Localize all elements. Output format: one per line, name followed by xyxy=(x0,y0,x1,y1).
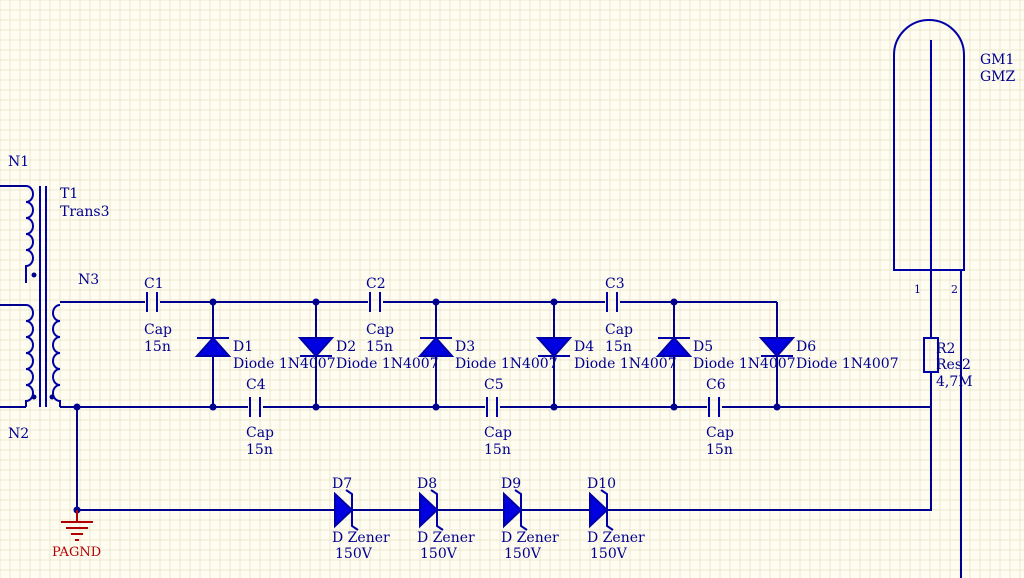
diode-d1[interactable]: D1 Diode 1N4007 xyxy=(194,336,336,372)
zener-value: 150V xyxy=(590,546,628,562)
diode-designator: D4 xyxy=(574,339,594,355)
capacitor-value: 15n xyxy=(246,442,273,458)
zener-type: D Zener xyxy=(332,530,390,546)
capacitor-value: 15n xyxy=(605,339,632,355)
tube-pin2-label: 2 xyxy=(951,283,958,296)
ground-symbol[interactable]: PAGND xyxy=(52,510,101,560)
capacitor-value: 15n xyxy=(706,442,733,458)
diode-type: Diode 1N4007 xyxy=(796,356,899,372)
resistor-type: Res2 xyxy=(936,357,971,373)
capacitor-designator: C3 xyxy=(605,276,625,292)
capacitor-designator: C6 xyxy=(706,377,726,393)
capacitor-type: Cap xyxy=(246,425,274,441)
resistor-designator: R2 xyxy=(936,341,955,357)
capacitor-c5[interactable]: C5 Cap 15n xyxy=(484,377,512,458)
capacitor-c2[interactable]: C2 Cap 15n xyxy=(366,276,394,355)
tube-type: GMZ xyxy=(980,69,1016,85)
transformer-type: Trans3 xyxy=(60,204,110,220)
zener-value: 150V xyxy=(504,546,542,562)
capacitor-designator: C1 xyxy=(144,276,164,292)
zener-type: D Zener xyxy=(501,530,559,546)
capacitor-type: Cap xyxy=(484,425,512,441)
capacitor-c6[interactable]: C6 Cap 15n xyxy=(706,377,734,458)
zener-value: 150V xyxy=(335,546,373,562)
transformer-designator: T1 xyxy=(60,186,78,202)
diode-designator: D6 xyxy=(796,339,816,355)
transformer-pin-bottom: N2 xyxy=(8,426,29,442)
zener-type: D Zener xyxy=(587,530,645,546)
transformer-pin-out: N3 xyxy=(78,272,99,288)
zener-d8[interactable]: D8 D Zener 150V xyxy=(417,476,475,562)
ground-label: PAGND xyxy=(52,545,101,560)
capacitor-c4[interactable]: C4 Cap 15n xyxy=(246,377,274,458)
zener-designator: D9 xyxy=(501,476,521,492)
diode-designator: D3 xyxy=(455,339,475,355)
diode-d3[interactable]: D3 Diode 1N4007 xyxy=(417,336,558,372)
resistor-r2[interactable]: R2 Res2 4,7M xyxy=(923,337,973,390)
transformer-t1[interactable]: N1 N2 N3 T1 Trans3 xyxy=(8,154,110,442)
capacitor-value: 15n xyxy=(366,339,393,355)
diode-type: Diode 1N4007 xyxy=(336,356,439,372)
capacitor-type: Cap xyxy=(605,322,633,338)
zener-type: D Zener xyxy=(417,530,475,546)
diode-d4[interactable]: D4 Diode 1N4007 xyxy=(535,337,677,372)
tube-designator: GM1 xyxy=(980,52,1014,68)
zener-designator: D8 xyxy=(417,476,437,492)
zener-designator: D10 xyxy=(587,476,616,492)
diode-d5[interactable]: D5 Diode 1N4007 xyxy=(655,336,796,372)
capacitor-type: Cap xyxy=(144,322,172,338)
capacitor-c3[interactable]: C3 Cap 15n xyxy=(605,276,633,355)
diode-type: Diode 1N4007 xyxy=(233,356,336,372)
capacitor-value: 15n xyxy=(144,339,171,355)
capacitor-designator: C4 xyxy=(246,377,266,393)
junctions xyxy=(73,298,781,514)
diode-d2[interactable]: D2 Diode 1N4007 xyxy=(297,337,439,372)
diode-type: Diode 1N4007 xyxy=(574,356,677,372)
diode-type: Diode 1N4007 xyxy=(455,356,558,372)
capacitor-designator: C2 xyxy=(366,276,386,292)
zener-d10[interactable]: D10 D Zener 150V xyxy=(587,476,645,562)
diode-designator: D5 xyxy=(693,339,713,355)
resistor-value: 4,7M xyxy=(936,374,973,390)
capacitor-type: Cap xyxy=(706,425,734,441)
tube-pin1-label: 1 xyxy=(914,283,921,296)
zener-d7[interactable]: D7 D Zener 150V xyxy=(332,476,390,562)
capacitor-type: Cap xyxy=(366,322,394,338)
zener-designator: D7 xyxy=(332,476,352,492)
capacitor-c1[interactable]: C1 Cap 15n xyxy=(144,276,172,355)
diode-designator: D1 xyxy=(233,339,253,355)
transformer-pin-top: N1 xyxy=(8,154,29,170)
capacitor-value: 15n xyxy=(484,442,511,458)
geiger-tube-gm1[interactable]: 1 2 GM1 GMZ xyxy=(893,19,1016,296)
zener-value: 150V xyxy=(420,546,458,562)
diode-d6[interactable]: D6 Diode 1N4007 xyxy=(758,337,899,372)
primary-wire xyxy=(0,185,26,306)
capacitor-designator: C5 xyxy=(484,377,504,393)
zener-d9[interactable]: D9 D Zener 150V xyxy=(501,476,559,562)
diode-type: Diode 1N4007 xyxy=(693,356,796,372)
zener-chain-wire xyxy=(77,372,932,511)
diode-designator: D2 xyxy=(336,339,356,355)
